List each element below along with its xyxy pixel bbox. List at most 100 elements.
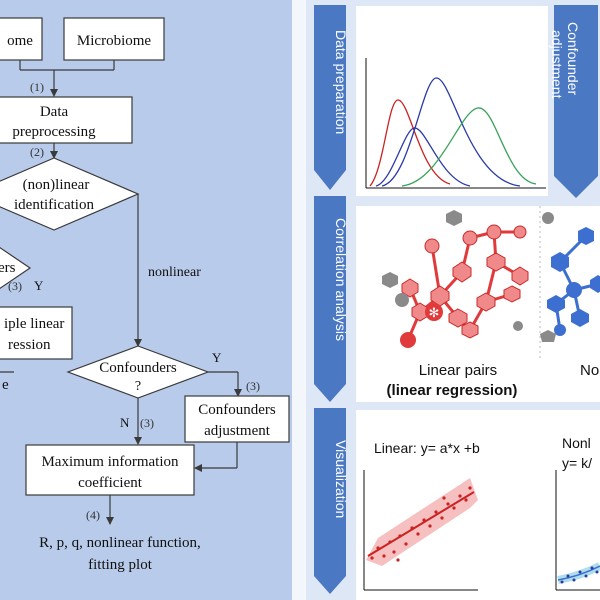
linear-node: [461, 321, 479, 339]
nonlinear-nodes: [547, 227, 600, 336]
confounder-node: [382, 272, 398, 288]
curve-blue-2: [381, 77, 521, 187]
stage-arrow-visualization: [314, 408, 346, 594]
box-maximum-information-coefficient: [25, 444, 195, 496]
diamond-left-partial: [0, 246, 32, 290]
nonlinear-node: [590, 275, 600, 293]
nonlinear-point: [595, 570, 599, 574]
linear-point: [428, 524, 432, 528]
linear-node: [424, 238, 440, 254]
step-3-right-label: (3): [246, 379, 260, 393]
nonlinear-node: [571, 309, 589, 327]
linear-point: [458, 494, 462, 498]
confounder-nodes: [382, 210, 556, 342]
linear-nodes: [401, 224, 529, 339]
nonlinear-point: [572, 578, 576, 582]
step-4-label: (4): [86, 508, 100, 522]
box-adj-line2: adjustment: [204, 423, 271, 439]
linear-point: [422, 518, 426, 522]
nonlinear-pairs-partial-label: No: [580, 362, 599, 379]
nonlinear-equation-line2: y= k/: [562, 455, 592, 471]
curve-red: [369, 99, 451, 187]
nonlinear-equation-line1: Nonl: [562, 435, 591, 451]
diamond-ident-line1: (non)linear: [23, 177, 90, 193]
linear-point: [416, 532, 420, 536]
nonlinear-node: [554, 324, 566, 336]
linear-point: [468, 486, 472, 490]
stage-data-preparation-label: Data preparation: [333, 30, 349, 134]
nonlinear-node: [547, 295, 565, 313]
no-label: N: [120, 415, 130, 430]
output-line1: R, p, q, nonlinear function,: [39, 535, 201, 551]
linear-pairs-label: Linear pairs: [419, 362, 497, 379]
confounder-node: [542, 212, 554, 224]
linear-point: [434, 510, 438, 514]
linear-point: [464, 498, 468, 502]
diamond-left-text: ers: [0, 260, 16, 276]
diamond-conf-line2: ?: [135, 379, 141, 394]
linear-point: [388, 540, 392, 544]
nonlinear-point: [566, 574, 570, 578]
step-1-label: (1): [30, 80, 44, 94]
linear-regression-label: (linear regression): [387, 382, 518, 399]
linear-point: [442, 496, 446, 500]
box-data-preprocessing: [0, 96, 133, 144]
box-multiple-linear: [0, 306, 73, 360]
nonlinear-point: [584, 574, 588, 578]
linear-network: ✻: [400, 224, 529, 348]
linear-node: [486, 252, 506, 272]
box-data-line2: preprocessing: [12, 124, 96, 140]
linear-node-key: [425, 303, 443, 321]
linear-point: [404, 542, 408, 546]
nonlinear-network: [547, 227, 600, 336]
confounder-node: [540, 330, 556, 342]
stage-arrow-data-preparation: [314, 5, 346, 190]
linear-point: [370, 556, 374, 560]
linear-node: [503, 285, 521, 303]
linear-point: [446, 502, 450, 506]
step-2-label: (2): [30, 145, 44, 159]
linear-point: [452, 506, 456, 510]
stage-arrow-correlation: [314, 196, 346, 402]
linear-node-key-icon: ✻: [429, 305, 440, 320]
linear-node: [476, 292, 496, 312]
box-mic-line1: Maximum information: [41, 454, 179, 470]
step-3-no-label: (3): [140, 416, 154, 430]
yes-right-label: Y: [212, 350, 222, 365]
linear-point: [398, 534, 402, 538]
stage-confounder-line2: adjustment: [549, 30, 565, 99]
diamond-ident-line2: identification: [14, 197, 94, 213]
linear-point: [392, 550, 396, 554]
linear-point: [382, 554, 386, 558]
linear-node: [452, 261, 472, 283]
stage-arrow-confounder: [554, 5, 598, 198]
box-ome-label: ome: [7, 33, 33, 49]
linear-node: [448, 308, 468, 328]
partial-e-label: e: [2, 377, 9, 393]
nonlinear-node: [578, 227, 594, 245]
visualization-panel: [356, 410, 600, 600]
panel-divider: [292, 0, 306, 600]
confounder-node: [513, 321, 523, 331]
box-multiple-line2: ression: [8, 337, 51, 353]
nonlinear-point: [560, 580, 564, 584]
output-line2: fitting plot: [88, 557, 153, 573]
stage-confounder-line1: Confounder: [565, 22, 581, 96]
curve-green: [401, 107, 537, 187]
diamond-conf-line1: Confounders: [99, 360, 177, 376]
linear-equation-label: Linear: y= a*x +b: [374, 440, 480, 456]
stage-correlation-label: Correlation analysis: [333, 218, 349, 341]
nonlinear-points: [560, 566, 599, 584]
yes-left-label: Y: [34, 278, 44, 293]
confounder-node: [446, 210, 462, 226]
nonlinear-label: nonlinear: [148, 265, 201, 280]
linear-node: [513, 225, 527, 239]
linear-node: [462, 230, 478, 246]
nonlinear-node: [551, 252, 569, 272]
step-3-left-label: (3): [8, 279, 22, 293]
box-multiple-line1: iple linear: [4, 316, 64, 332]
box-adj-line1: Confounders: [198, 402, 276, 418]
linear-node: [401, 278, 419, 298]
